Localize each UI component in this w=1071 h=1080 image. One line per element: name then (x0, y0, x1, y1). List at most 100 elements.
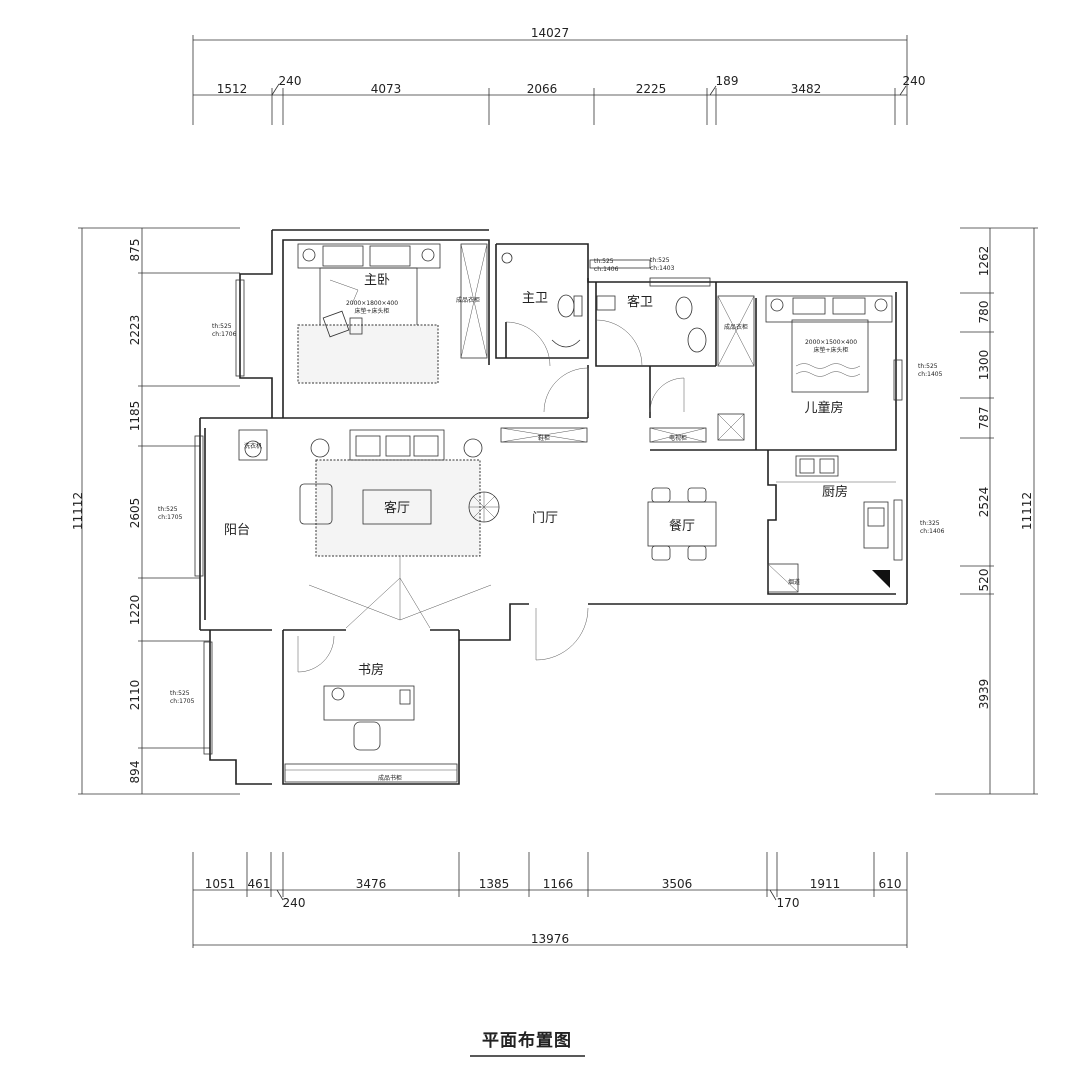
kids-bed-headboard (765, 295, 893, 323)
room-label-master-bath: 主卫 (522, 291, 548, 306)
bottom-seg-2: 461 (248, 877, 271, 891)
kitchen-sink (863, 501, 889, 549)
balcony-window-note-1: th:525 (158, 506, 178, 513)
study-window-note-1: th:525 (170, 690, 190, 697)
kids-bed-spec: 2000×1500×400 (805, 339, 857, 346)
master-bed-headboard (297, 243, 441, 269)
balcony-window-note-2: ch:1705 (158, 514, 183, 521)
room-label-living-room: 客厅 (384, 500, 410, 516)
bottom-seg-3: 240 (283, 896, 306, 910)
riser-marker (872, 570, 890, 588)
left-dimension-chain: 11112 875 2223 1185 2605 1220 2110 894 (71, 227, 240, 795)
kids-wardrobe (717, 295, 755, 367)
master-bed-spec: 2000×1800×400 (346, 300, 398, 307)
master-lamp-left-icon (302, 248, 316, 262)
windows (194, 259, 903, 755)
top-seg-4: 2066 (527, 82, 558, 96)
guest-sink-icon (687, 327, 707, 353)
side-table-left-icon (310, 438, 330, 458)
bottom-seg-1: 1051 (205, 877, 236, 891)
master-lamp-right-icon (421, 248, 435, 262)
top-seg-2: 240 (279, 74, 302, 88)
room-label-study: 书房 (358, 662, 384, 678)
tv-cabinet-label: 电视柜 (669, 434, 687, 442)
flue-label: 烟道 (788, 578, 800, 586)
guest-bath: 客卫 成品衣柜 (596, 294, 755, 367)
left-seg-1: 875 (128, 239, 142, 262)
top-seg-6: 189 (716, 74, 739, 88)
bottom-seg-8: 170 (777, 896, 800, 910)
room-label-kids-room: 儿童房 (804, 400, 843, 416)
study-window-note-2: ch:1705 (170, 698, 195, 705)
right-seg-6: 520 (977, 569, 991, 592)
right-seg-5: 2524 (977, 487, 991, 518)
cooktop (795, 455, 839, 477)
room-label-dining: 餐厅 (669, 518, 695, 534)
top-total-dim: 14027 (531, 26, 569, 40)
room-label-guest-bath: 客卫 (627, 294, 653, 310)
doors (297, 319, 685, 673)
kids-lamp-right-icon (874, 298, 888, 312)
top-window-b-note-1: th:525 (650, 257, 670, 264)
room-label-master-bedroom: 主卧 (364, 273, 390, 288)
kids-bed-note: 床垫+床头柜 (813, 346, 848, 354)
left-seg-2: 2223 (128, 315, 142, 346)
master-window-note-2: ch:1706 (212, 331, 237, 338)
left-seg-7: 894 (128, 761, 142, 784)
master-bath: 主卫 (501, 252, 583, 348)
master-bed-note: 床垫+床头柜 (354, 307, 389, 315)
guest-toilet-icon (675, 296, 693, 320)
kitchen-window-note-2: ch:1406 (920, 528, 945, 535)
washer-label: 洗衣机 (244, 442, 262, 450)
room-label-foyer: 门厅 (532, 511, 558, 526)
kids-lamp-left-icon (770, 298, 784, 312)
bottom-total-dim: 13976 (531, 932, 569, 946)
drawing-title: 平面布置图 (482, 1030, 572, 1051)
master-window-note-1: th:525 (212, 323, 232, 330)
tv-cabinet (649, 427, 707, 443)
top-seg-7: 3482 (791, 82, 822, 96)
living-room: 洗衣机 客厅 阳台 门厅 (224, 429, 558, 557)
shower-icon (501, 252, 513, 264)
master-toilet-icon (557, 294, 575, 318)
top-seg-8: 240 (903, 74, 926, 88)
right-seg-7: 3939 (977, 679, 991, 710)
master-rug (297, 324, 439, 384)
room-label-balcony: 阳台 (224, 523, 250, 538)
washer (238, 429, 268, 461)
bottom-seg-6: 1166 (543, 877, 574, 891)
kids-room: 2000×1500×400 床垫+床头柜 儿童房 (717, 295, 893, 441)
bottom-seg-10: 610 (879, 877, 902, 891)
right-dimension-chain: 11112 1262 780 1300 787 2524 520 3939 (935, 227, 1038, 795)
desk-lamp-icon (331, 687, 345, 701)
master-wardrobe-label: 成品衣柜 (456, 296, 480, 304)
kids-wardrobe-label: 成品衣柜 (724, 323, 748, 331)
top-window-b-note-2: ch:1403 (650, 265, 675, 272)
kitchen-window-note-1: th:325 (920, 520, 940, 527)
right-seg-3: 1300 (977, 350, 991, 381)
right-seg-1: 1262 (977, 246, 991, 277)
kids-bed (791, 319, 869, 393)
coffee-table (362, 489, 432, 525)
bottom-seg-5: 1385 (479, 877, 510, 891)
shaft-box (717, 413, 745, 441)
bottom-seg-4: 3476 (356, 877, 387, 891)
left-seg-6: 2110 (128, 680, 142, 711)
bottom-seg-7: 3506 (662, 877, 693, 891)
study: 书房 成品书柜 (284, 662, 458, 783)
bookcase-label: 成品书柜 (378, 774, 402, 782)
right-total-dim: 11112 (1020, 492, 1034, 530)
bottom-dimension-chain: 1051 461 240 3476 1385 1166 3506 170 191… (192, 852, 908, 948)
flue-box (767, 563, 799, 593)
side-table-right-icon (463, 438, 483, 458)
kids-window-note-1: th:525 (918, 363, 938, 370)
study-chair (353, 721, 381, 751)
top-dimension-chain: 14027 1512 240 4073 2066 2225 189 3482 2… (192, 26, 926, 125)
left-total-dim: 11112 (71, 492, 85, 530)
bookcase (284, 763, 458, 783)
dining-table (647, 501, 717, 547)
master-wardrobe (460, 243, 488, 359)
left-seg-4: 2605 (128, 498, 142, 529)
top-seg-1: 1512 (217, 82, 248, 96)
